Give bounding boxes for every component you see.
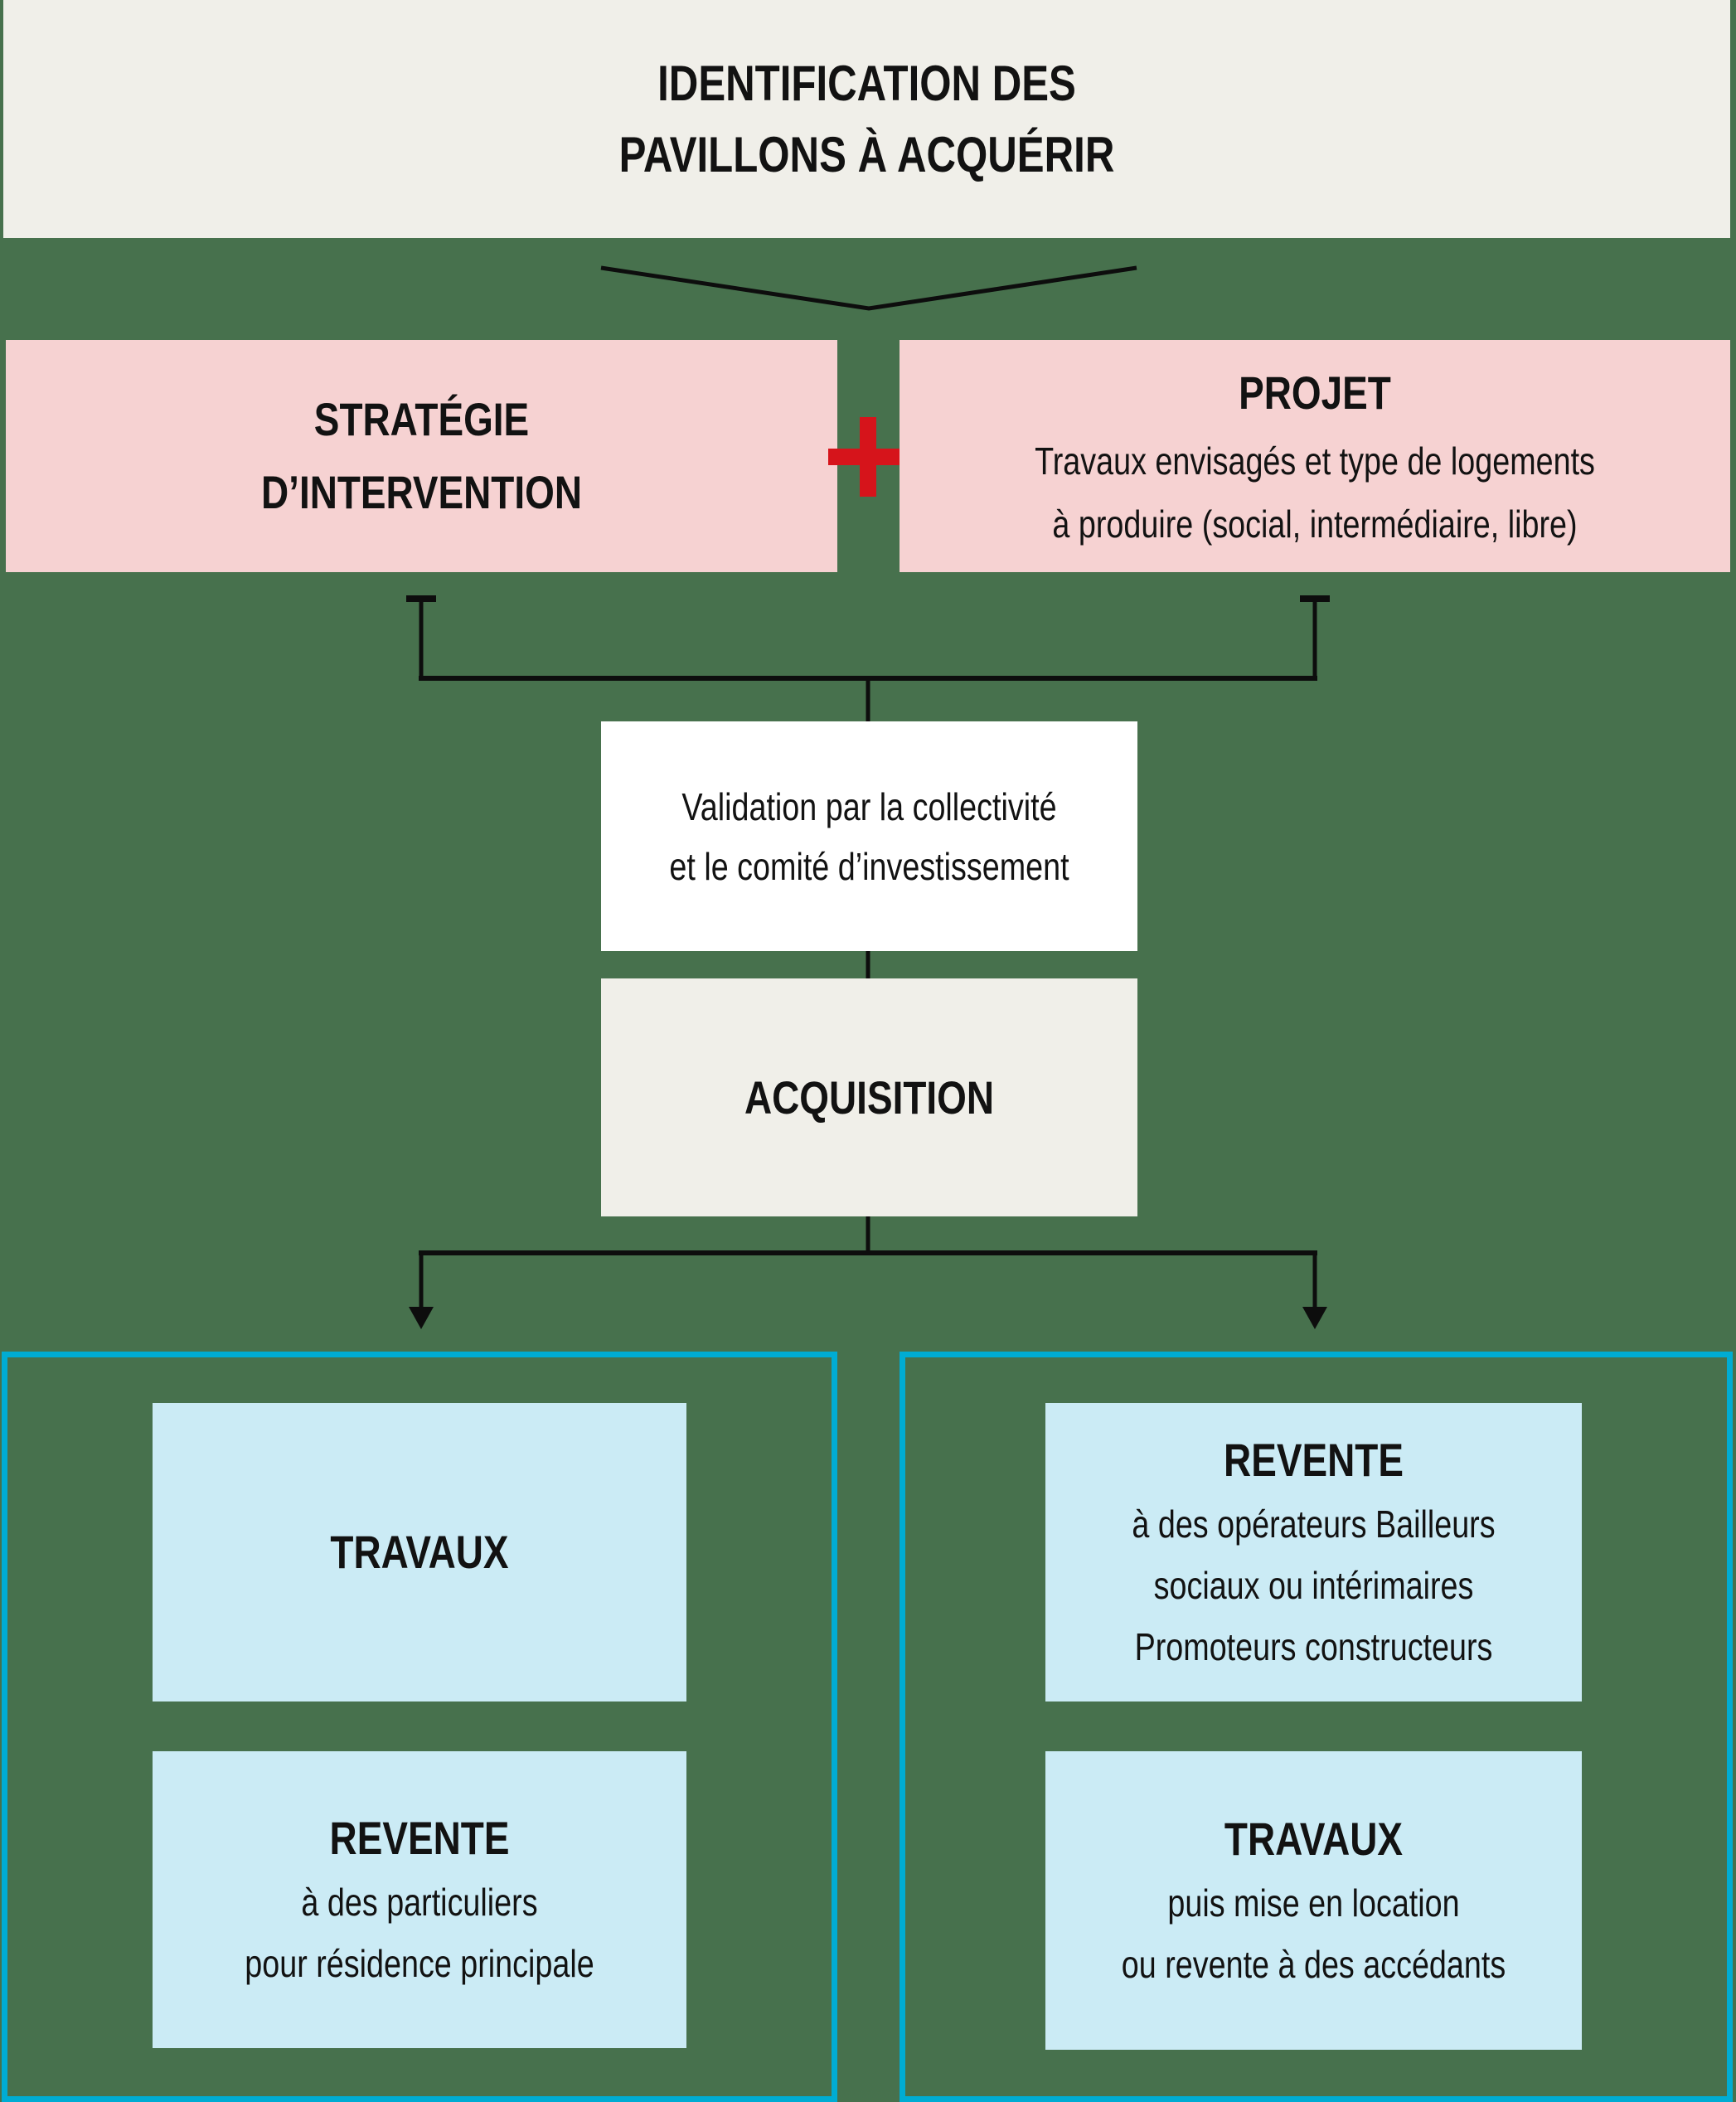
- right-travaux-line-1: puis mise en location: [1167, 1881, 1460, 1925]
- validation-line-1: Validation par la collectivité: [681, 784, 1057, 828]
- identification-box: IDENTIFICATION DES PAVILLONS À ACQUÉRIR: [3, 0, 1730, 238]
- v-split-connector: [600, 265, 1137, 311]
- identification-line-1: IDENTIFICATION DES: [657, 55, 1076, 111]
- project-title: PROJET: [1239, 367, 1391, 419]
- bracket-cap-left: [406, 595, 436, 602]
- right-revente-box: REVENTE à des opérateurs Bailleurs socia…: [1045, 1403, 1582, 1702]
- acquisition-title: ACQUISITION: [744, 1070, 995, 1124]
- project-line-2: à produire (social, intermédiaire, libre…: [1052, 502, 1578, 546]
- right-travaux-box: TRAVAUX puis mise en location ou revente…: [1045, 1751, 1582, 2050]
- plus-icon-vertical-bar: [860, 417, 876, 497]
- left-revente-title: REVENTE: [329, 1812, 510, 1864]
- right-travaux-line-2: ou revente à des accédants: [1121, 1943, 1506, 1986]
- arrowhead-left: [409, 1307, 434, 1329]
- validation-box: Validation par la collectivité et le com…: [601, 721, 1137, 951]
- left-revente-box: REVENTE à des particuliers pour résidenc…: [153, 1751, 686, 2048]
- bracket-cap-right: [1300, 595, 1330, 602]
- left-revente-line-2: pour résidence principale: [245, 1942, 594, 1985]
- validation-line-2: et le comité d’investissement: [669, 844, 1069, 888]
- strategy-line-2: D’INTERVENTION: [261, 466, 582, 518]
- identification-line-2: PAVILLONS À ACQUÉRIR: [618, 126, 1115, 182]
- right-branch-outline: [900, 1352, 1733, 2102]
- acquisition-box: ACQUISITION: [601, 978, 1137, 1216]
- plus-icon: [828, 417, 908, 497]
- right-travaux-title: TRAVAUX: [1224, 1813, 1404, 1865]
- strategy-line-1: STRATÉGIE: [313, 393, 530, 445]
- arrowhead-right: [1302, 1307, 1327, 1329]
- right-revente-line-2: sociaux ou intérimaires: [1153, 1564, 1474, 1607]
- left-branch-outline: [2, 1352, 837, 2102]
- right-revente-title: REVENTE: [1224, 1434, 1404, 1486]
- right-revente-line-3: Promoteurs constructeurs: [1134, 1625, 1493, 1668]
- right-revente-line-1: à des opérateurs Bailleurs: [1132, 1502, 1496, 1546]
- strategy-box: STRATÉGIE D’INTERVENTION: [6, 340, 837, 572]
- left-travaux-box: TRAVAUX: [153, 1403, 686, 1702]
- project-box: PROJET Travaux envisagés et type de loge…: [900, 340, 1730, 572]
- left-travaux-title: TRAVAUX: [330, 1526, 509, 1578]
- project-line-1: Travaux envisagés et type de logements: [1035, 439, 1595, 483]
- left-revente-line-1: à des particuliers: [301, 1881, 538, 1924]
